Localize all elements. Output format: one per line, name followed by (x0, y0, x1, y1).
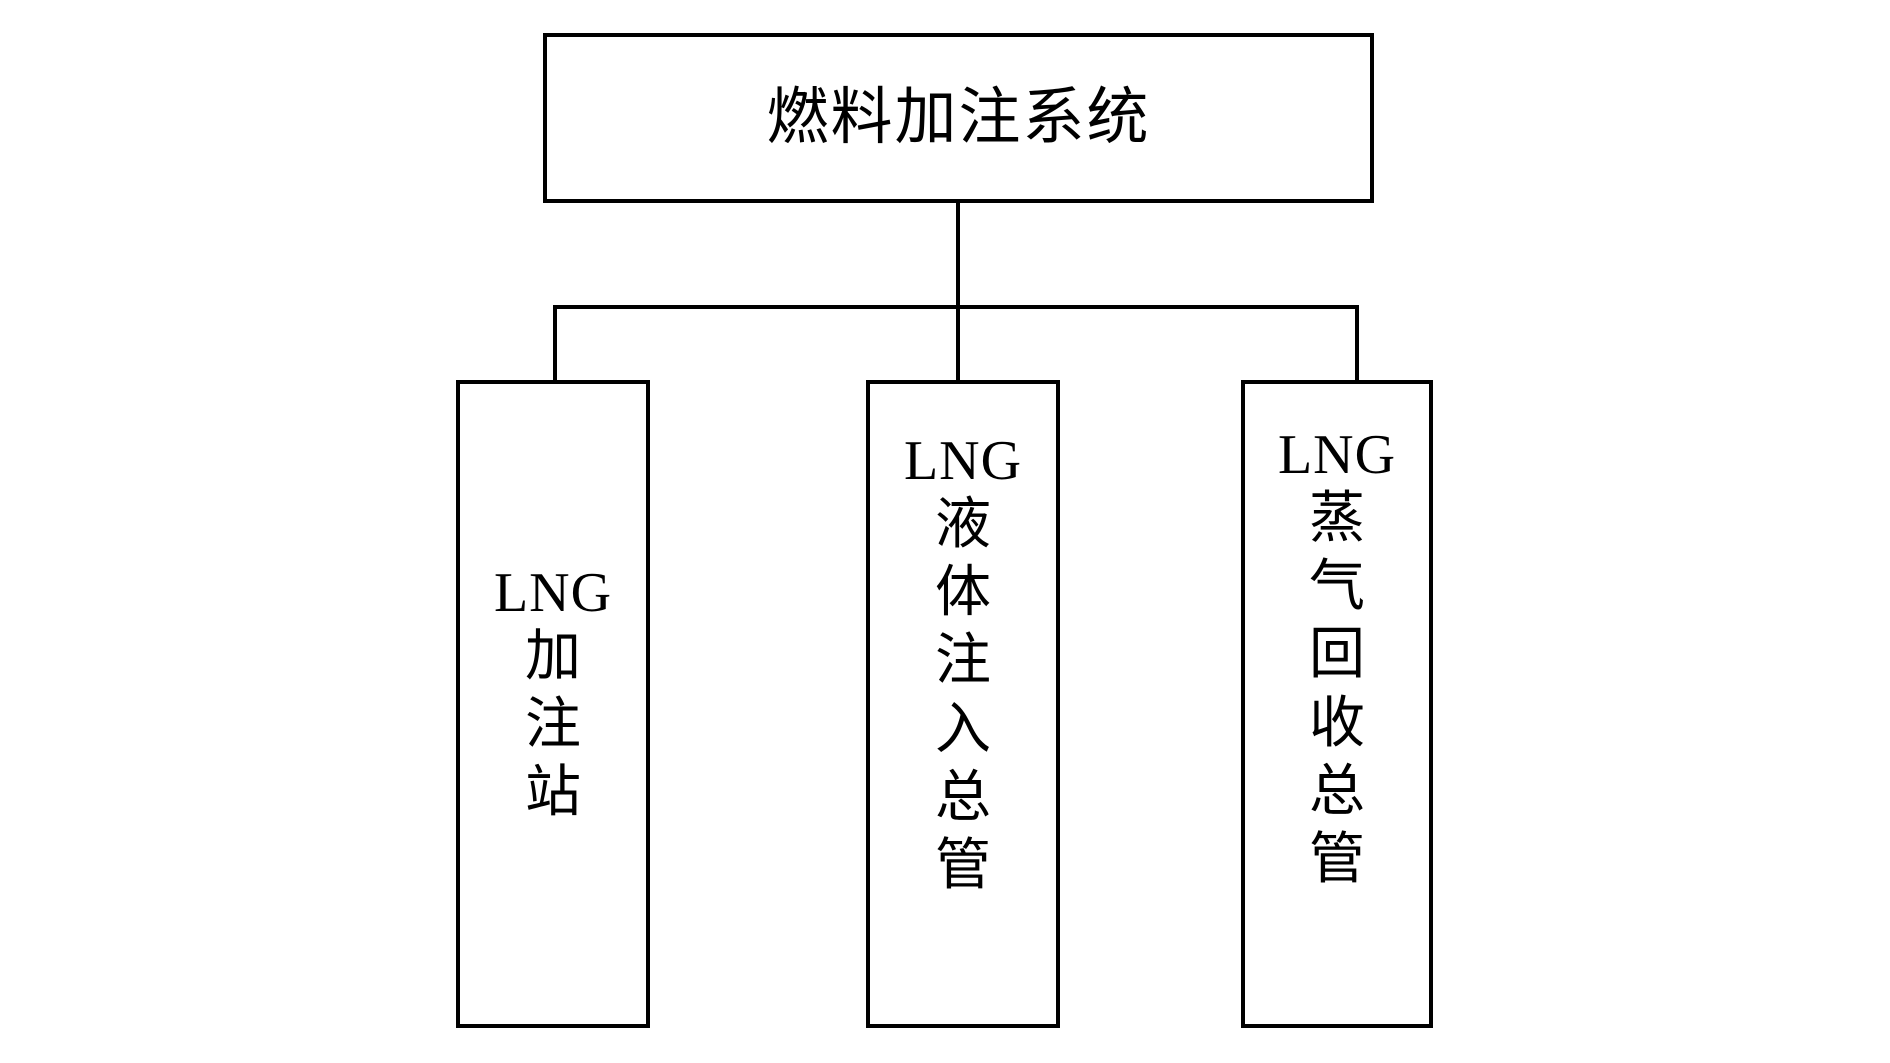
node-latin-label: LNG (1277, 424, 1397, 486)
node-root-fuel-bunkering-system[interactable]: 燃料加注系统 (543, 33, 1374, 203)
vertical-char: 收 (1309, 692, 1365, 755)
node-vertical-label: 蒸 气 回 收 总 管 (1309, 485, 1365, 895)
connector-drop-child-1 (956, 305, 960, 384)
node-vertical-label: 加 注 站 (525, 623, 581, 828)
vertical-char: 管 (1309, 829, 1365, 892)
vertical-char: 管 (935, 835, 991, 898)
node-latin-label: LNG (493, 562, 613, 624)
vertical-char: 体 (935, 562, 991, 625)
vertical-char: 回 (1309, 624, 1365, 687)
vertical-char: 蒸 (1309, 487, 1365, 550)
node-content: LNG 液 体 注 入 总 管 (870, 384, 1056, 1024)
node-lng-vapor-recovery-main-pipe[interactable]: LNG 蒸 气 回 收 总 管 (1241, 380, 1433, 1028)
node-lng-liquid-injection-main-pipe[interactable]: LNG 液 体 注 入 总 管 (866, 380, 1060, 1028)
node-content: LNG 加 注 站 (460, 384, 646, 1024)
connector-drop-child-0 (553, 305, 557, 384)
node-latin-label: LNG (903, 430, 1023, 492)
vertical-char: 注 (935, 630, 991, 693)
connector-root-drop (956, 199, 960, 309)
vertical-char: 气 (1309, 556, 1365, 619)
vertical-char: 总 (935, 767, 991, 830)
node-content: LNG 蒸 气 回 收 总 管 (1245, 384, 1429, 1024)
vertical-char: 加 (525, 625, 581, 688)
vertical-char: 站 (525, 762, 581, 825)
node-lng-bunkering-station[interactable]: LNG 加 注 站 (456, 380, 650, 1028)
node-vertical-label: 液 体 注 入 总 管 (935, 491, 991, 901)
node-root-label: 燃料加注系统 (766, 84, 1151, 152)
vertical-char: 总 (1309, 761, 1365, 824)
vertical-char: 注 (525, 694, 581, 757)
vertical-char: 入 (935, 698, 991, 761)
vertical-char: 液 (935, 493, 991, 556)
connector-drop-child-2 (1355, 305, 1359, 384)
